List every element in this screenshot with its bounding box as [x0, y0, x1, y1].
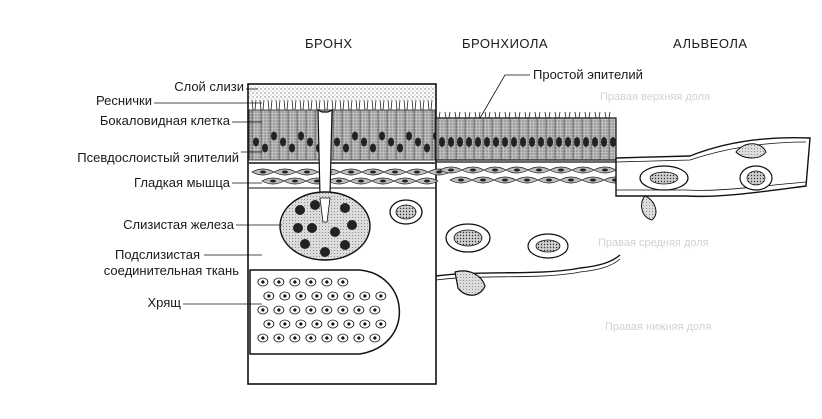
label-submucosa-2: соединительная ткань	[104, 263, 239, 278]
label-cartilage: Хрящ	[148, 295, 182, 310]
cilia-bronchus	[251, 99, 433, 111]
smooth-muscle-bronchus	[251, 168, 451, 185]
blood-vessel-3	[527, 233, 569, 259]
type2-cell	[641, 195, 657, 221]
cartilage	[249, 269, 401, 355]
bronchiole-section	[435, 111, 627, 296]
simple-epithelium	[435, 117, 617, 161]
label-mucous-gland: Слизистая железа	[123, 217, 235, 232]
blood-vessel-1	[389, 199, 423, 225]
header-bronchus: БРОНХ	[305, 36, 353, 51]
bronchus-section	[247, 83, 451, 385]
ghost-text-upper: Правая верхняя доля	[600, 91, 710, 103]
type1-cell	[735, 143, 767, 159]
smooth-muscle-bronchiole	[439, 166, 627, 184]
label-simple-epithelium: Простой эпителий	[533, 67, 643, 82]
ghost-text-lower: Правая нижняя доля	[605, 321, 711, 333]
label-mucus-layer: Слой слизи	[174, 79, 244, 94]
background-ghost-text: Правая верхняя доля Правая средняя доля …	[598, 91, 711, 333]
fibroblast-cell	[454, 270, 486, 296]
label-cilia: Реснички	[96, 93, 152, 108]
alveolar-wall	[615, 137, 811, 198]
labels-right: Простой эпителий	[479, 67, 643, 119]
label-smooth-muscle: Гладкая мышца	[134, 175, 231, 190]
alveolar-capillary-2	[739, 165, 773, 191]
alveolar-capillary-1	[639, 165, 689, 191]
blood-vessel-2	[445, 223, 491, 253]
alveolus-section	[615, 137, 811, 221]
labels-left: Слой слизи Реснички Бокаловидная клетка …	[77, 79, 282, 310]
cilia-bronchiole	[438, 111, 611, 119]
header-bronchiole: БРОНХИОЛА	[462, 36, 548, 51]
mucus-layer	[249, 86, 435, 100]
label-goblet-cell: Бокаловидная клетка	[100, 113, 231, 128]
mucous-gland	[279, 191, 371, 261]
gland-duct	[317, 109, 333, 197]
label-pseudostratified-epithelium: Псевдослоистый эпителий	[77, 150, 239, 165]
ghost-text-middle: Правая средняя доля	[598, 237, 709, 249]
header-alveolus: АЛЬВЕОЛА	[673, 36, 748, 51]
label-submucosa-1: Подслизистая	[115, 247, 200, 262]
